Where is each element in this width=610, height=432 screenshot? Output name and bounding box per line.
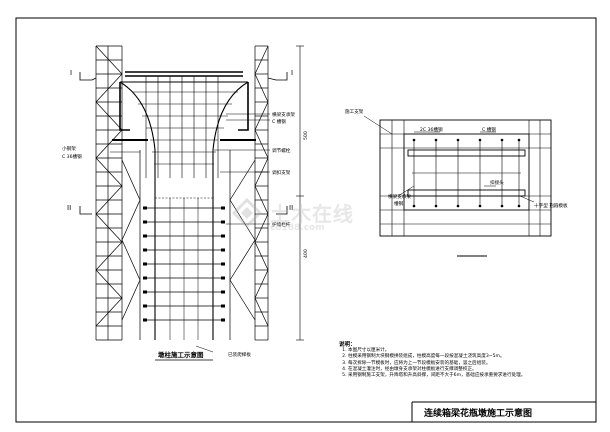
section-mark-1-right: I (291, 69, 293, 77)
note-item: 采用钢制施工支架，升降塔和升高斜撑，间距不大于6m，基础应按承重要求进行处理。 (348, 373, 579, 379)
elevation-view (79, 45, 304, 353)
plan-label-channel-a: 2C 36槽钢 (420, 126, 443, 133)
note-item: 本图尺寸以厘米计。 (348, 348, 579, 354)
notes-title: 说明： (339, 342, 356, 348)
plan-label-support-frame: 横梁支承架 (388, 193, 411, 200)
title-block (411, 401, 596, 422)
dimension-top: 500 (303, 131, 309, 140)
plan-inner (403, 133, 530, 211)
column-ties (145, 198, 223, 340)
elevation-dimensions (296, 45, 304, 341)
plan-label-bottom-right: 十字型 抱箍模板 (534, 202, 568, 209)
watermark-text: 土木在线 (270, 202, 354, 226)
note-item: 柱模采用钢制大块钢模拼装组成，柱模高度每一段按混凝土浇筑高度3~5m。 (348, 354, 579, 360)
label-support-frame: 横梁支承架 (272, 111, 295, 118)
elevation-title: 墩柱施工示意图 (158, 350, 204, 359)
cap-formwork (125, 71, 243, 178)
plan-view (363, 115, 552, 257)
plan-channel-bottom (407, 189, 526, 197)
plan-leaders (363, 115, 535, 203)
plan-outer (379, 119, 552, 237)
note-item: 每次拆除一节模板时，应将为上一节段模板安装的基础，竖之后组装。 (348, 361, 579, 367)
label-ladder: 已装爬梯板 (228, 351, 251, 358)
label-guard-rail: 护墙栏杆 (272, 221, 291, 228)
section-mark-2-left: II (67, 204, 71, 212)
plan-labels: 施工支架 2C 36槽钢 C 槽钢 扣接头 横梁支承架 槽钢 十字型 抱箍模板 (345, 108, 568, 209)
elevation-labels: I I II II 小钢架 C 36槽钢 横梁支承架 C 槽钢 调节螺栓 调扣支… (62, 69, 309, 359)
plan-cross-bars (413, 140, 520, 206)
scaffold-grid (95, 45, 269, 341)
dimension-bottom: 400 (303, 249, 309, 258)
plan-channel-top (407, 149, 526, 157)
leaders (110, 113, 270, 353)
tie-nuts (143, 206, 225, 322)
outer-border (15, 17, 597, 423)
watermark: 土木在线 co188.com (232, 196, 402, 240)
plan-bolts (412, 138, 521, 208)
plan-grid (380, 120, 551, 236)
watermark-subtext: co188.com (270, 223, 325, 233)
section-mark-2-right: II (289, 204, 293, 212)
section-marks (79, 72, 288, 215)
notes-list: 本图尺寸以厘米计。 柱模采用钢制大块钢模拼装组成，柱模高度每一段按混凝土浇筑高度… (339, 348, 579, 379)
plan-label-channel-b: C 槽钢 (482, 126, 496, 133)
label-support-channel: C 槽钢 (272, 118, 286, 125)
label-adjust-bracket: 调扣支架 (272, 169, 291, 176)
label-channel-beam: C 36槽钢 (62, 153, 82, 160)
plan-label-scaffold: 施工支架 (345, 108, 364, 115)
plan-label-support-channel: 槽钢 (394, 200, 404, 207)
note-item: 在混凝土灌注时，经由墩身支承架对柱模板进行支撑调整校正。 (348, 367, 579, 373)
notes-block: 说明： 本图尺寸以厘米计。 柱模采用钢制大块钢模拼装组成，柱模高度每一段按混凝土… (339, 342, 579, 379)
watermark-logo-icon (232, 198, 262, 228)
label-adjust-bolt: 调节螺栓 (272, 147, 291, 154)
drawing-title: 连续箱梁花瓶墩施工示意图 (424, 407, 532, 419)
section-mark-1-left: I (70, 69, 72, 77)
label-main-frame: 小钢架 (62, 145, 76, 152)
plan-label-connector: 扣接头 (490, 179, 504, 186)
